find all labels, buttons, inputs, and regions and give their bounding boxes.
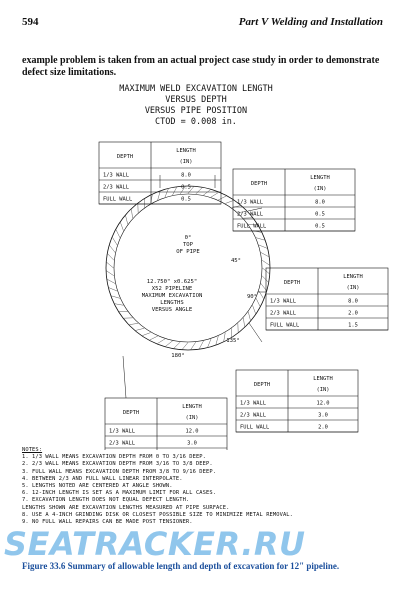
- table-header-depth: DEPTH: [254, 382, 270, 388]
- table-cell-length: 8.0: [181, 173, 191, 179]
- note-item: 5. LENGTHS NOTED ARE CENTERED AT ANGLE S…: [22, 483, 173, 490]
- table-cell-depth: FULL WALL: [270, 323, 299, 329]
- table-cell-depth: 1/3 WALL: [270, 299, 296, 305]
- table-header-depth: DEPTH: [284, 280, 300, 286]
- table-cell-depth: 2/3 WALL: [240, 413, 266, 419]
- table-cell-length: 12.0: [317, 401, 330, 407]
- center-text-line-4: LENGTHS: [160, 300, 184, 306]
- table-cell-depth: FULL WALL: [237, 224, 266, 230]
- center-text-line-1: 12.750" x0.625": [147, 279, 198, 285]
- page-number: 594: [22, 16, 39, 28]
- table-cell-depth: FULL WALL: [103, 197, 132, 203]
- notes-heading: NOTES:: [22, 447, 43, 453]
- note-item: LENGTHS SHOWN ARE EXCAVATION LENGTHS MEA…: [22, 504, 230, 511]
- table-header-length: LENGTH: [310, 175, 329, 181]
- diagram-title-line-1: MAXIMUM WELD EXCAVATION LENGTH: [119, 84, 273, 94]
- diagram-title-line-4: CTOD = 0.008 in.: [155, 117, 237, 127]
- note-item: 6. 12-INCH LENGTH IS SET AS A MAXIMUM LI…: [22, 490, 217, 497]
- table-header-unit: (IN): [317, 387, 330, 393]
- table-cell-length: 0.5: [315, 212, 325, 218]
- depth-length-table: DEPTH LENGTH (IN) 1/3 WALL 12.0 2/3 WALL 3.0FU…: [235, 369, 359, 433]
- table-header-unit: (IN): [347, 285, 360, 291]
- center-text-line-5: VERSUS ANGLE: [152, 307, 193, 313]
- watermark-logo: SEATRACKER.RU: [4, 525, 306, 563]
- table-cell-length: 2.0: [318, 425, 328, 431]
- note-item: 1. 1/3 WALL MEANS EXCAVATION DEPTH FROM …: [22, 454, 206, 461]
- table-header-length: LENGTH: [176, 148, 195, 154]
- running-head: Part V Welding and Installation: [238, 16, 383, 28]
- pipe-cross-section: [105, 185, 271, 351]
- table-header-length: LENGTH: [313, 376, 332, 382]
- figure-caption: Figure 33.6 Summary of allowable length …: [22, 561, 340, 571]
- table-cell-length: 8.0: [348, 299, 358, 305]
- table-cell-depth: 2/3 WALL: [109, 441, 135, 447]
- table-cell-depth: 1/3 WALL: [240, 401, 266, 407]
- leader-lines: [122, 175, 266, 399]
- table-cell-length: 3.0: [318, 413, 328, 419]
- intro-paragraph: example problem is taken from an actual …: [22, 55, 380, 78]
- angle-top-label: TOP: [183, 242, 194, 248]
- table-header-unit: (IN): [186, 415, 199, 421]
- table-cell-length: 2.0: [348, 311, 358, 317]
- angle-0-label: 0°: [185, 235, 192, 241]
- table-cell-length: 0.5: [315, 224, 325, 230]
- note-item: 3. FULL WALL MEANS EXCAVATION DEPTH FROM…: [22, 468, 217, 475]
- table-cell-depth: 1/3 WALL: [103, 173, 129, 179]
- table-cell-length: 12.0: [186, 429, 199, 435]
- diagram-title-line-2: VERSUS DEPTH: [165, 95, 226, 105]
- note-item: 4. BETWEEN 2/3 AND FULL WALL LINEAR INTE…: [22, 475, 183, 482]
- notes-section: NOTES: 1. 1/3 WALL MEANS EXCAVATION DEPT…: [22, 447, 382, 526]
- table-header-unit: (IN): [180, 159, 193, 165]
- table-cell-length: 8.0: [315, 200, 325, 206]
- table-cell-length: 3.0: [187, 441, 197, 447]
- table-cell-depth: 2/3 WALL: [237, 212, 263, 218]
- center-text-line-3: MAXIMUM EXCAVATION: [142, 293, 203, 299]
- table-cell-length: 0.5: [181, 197, 191, 203]
- table-cell-depth: 2/3 WALL: [270, 311, 296, 317]
- table-cell-length: 0.5: [181, 185, 191, 191]
- table-cell-depth: FULL WALL: [240, 425, 269, 431]
- angle-90-label: 90°: [247, 294, 257, 300]
- table-cell-depth: 1/3 WALL: [237, 200, 263, 206]
- table-header-length: LENGTH: [343, 274, 362, 280]
- note-item: 7. EXCAVATION LENGTH DOES NOT EQUAL DEFE…: [22, 497, 190, 504]
- diagram-title-line-3: VERSUS PIPE POSITION: [145, 106, 247, 116]
- table-cell-length: 1.5: [348, 323, 358, 329]
- table-cell-depth: 2/3 WALL: [103, 185, 129, 191]
- table-header-depth: DEPTH: [117, 154, 133, 160]
- center-text-line-2: X52 PIPELINE: [152, 286, 193, 292]
- note-item: 9. NO FULL WALL REPAIRS CAN BE MADE POST…: [22, 519, 193, 526]
- angle-135-label: 135°: [226, 338, 239, 344]
- table-header-unit: (IN): [314, 186, 327, 192]
- table-header-depth: DEPTH: [251, 181, 267, 187]
- table-header-depth: DEPTH: [123, 410, 139, 416]
- note-item: 2. 2/3 WALL MEANS EXCAVATION DEPTH FROM …: [22, 461, 213, 468]
- table-header-length: LENGTH: [182, 404, 201, 410]
- notes-list: 1. 1/3 WALL MEANS EXCAVATION DEPTH FROM …: [22, 454, 382, 526]
- angle-top-of-pipe-label: OF PIPE: [176, 249, 200, 255]
- depth-length-table: DEPTH LENGTH (IN) 1/3 WALL 8.0 2/3 WALL 2.0FUL…: [265, 267, 389, 331]
- excavation-diagram: MAXIMUM WELD EXCAVATION LENGTH VERSUS DE…: [98, 84, 389, 450]
- note-item: 8. USE A 4-INCH GRINDING DISK OR CLOSEST…: [22, 511, 293, 518]
- angle-45-label: 45°: [231, 258, 241, 264]
- angle-180-label: 180°: [171, 353, 184, 359]
- table-cell-depth: 1/3 WALL: [109, 429, 135, 435]
